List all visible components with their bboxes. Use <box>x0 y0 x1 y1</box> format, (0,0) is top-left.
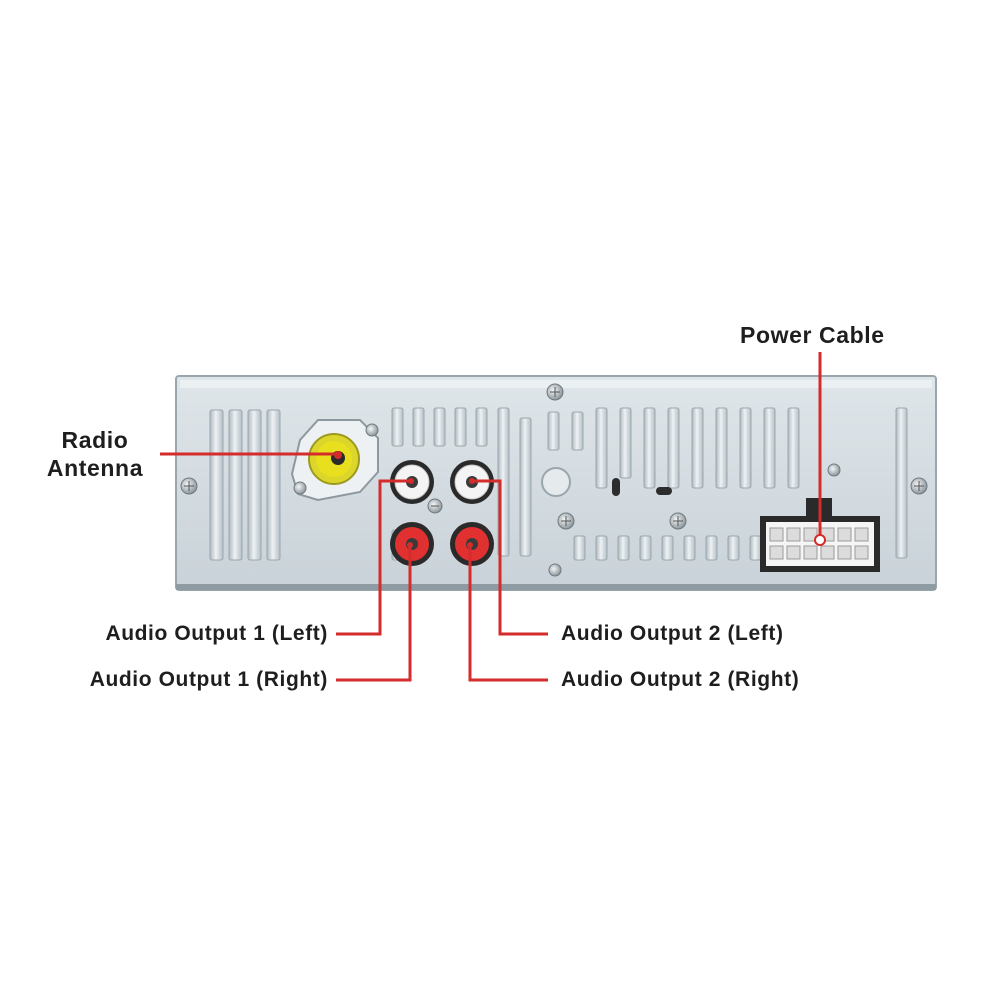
label-audio-output-1-left: Audio Output 1 (Left) <box>105 622 328 645</box>
screw-icon <box>546 383 564 401</box>
label-power-cable: Power Cable <box>740 322 885 348</box>
screw-icon <box>827 463 841 477</box>
leader-lines <box>160 352 826 682</box>
label-radio-antenna-line1: Radio <box>61 427 129 453</box>
label-audio-output-1-right: Audio Output 1 (Right) <box>89 668 328 691</box>
leader-line-out1-right <box>336 546 412 682</box>
mounting-screws <box>180 383 928 577</box>
leader-line-out2-right <box>468 546 548 682</box>
leader-line-out2-left <box>472 479 548 636</box>
label-radio-antenna: Radio Antenna <box>20 426 170 482</box>
leader-line-out1-left <box>336 479 410 636</box>
antenna-jack <box>290 419 379 502</box>
label-radio-antenna-line2: Antenna <box>46 455 144 481</box>
screw-icon <box>548 563 562 577</box>
left-heatsink-fins <box>209 409 281 561</box>
label-audio-output-2-right: Audio Output 2 (Right) <box>561 668 800 691</box>
label-audio-output-2-left: Audio Output 2 (Left) <box>561 622 784 645</box>
screw-icon <box>427 498 443 514</box>
leader-dot-power <box>814 534 826 546</box>
screw-icon <box>557 512 575 530</box>
screw-icon <box>180 477 198 495</box>
upper-fins <box>391 407 908 559</box>
panel-socket-details <box>541 467 672 497</box>
screw-icon <box>669 512 687 530</box>
screw-icon <box>910 477 928 495</box>
